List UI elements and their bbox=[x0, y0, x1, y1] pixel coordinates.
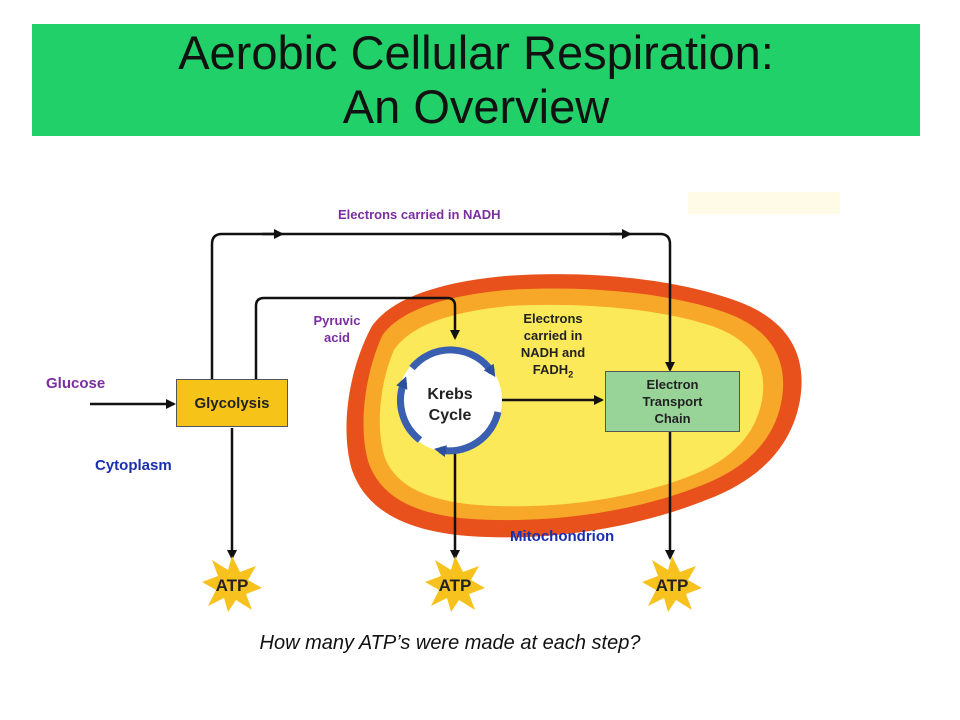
cytoplasm-label: Cytoplasm bbox=[95, 457, 172, 474]
krebs-line-1: Krebs bbox=[427, 386, 473, 403]
atp-star-1 bbox=[202, 556, 262, 612]
question-text: How many ATP’s were made at each step? bbox=[259, 632, 641, 654]
krebs-cycle-arrows bbox=[396, 346, 502, 458]
title-line-1: Aerobic Cellular Respiration: bbox=[178, 26, 774, 79]
atp-label-1: ATP bbox=[216, 576, 249, 595]
pyruvic-line-2: acid bbox=[323, 330, 350, 345]
krebs-cycle-label-box: Krebs Cycle bbox=[412, 382, 488, 428]
electrons-nadh-fadh-label: Electrons carried in NADH and FADH2 bbox=[505, 310, 601, 384]
etc-line-1: Electron bbox=[646, 377, 699, 392]
pyruvic-route-arrow bbox=[254, 296, 460, 380]
mitochondrion-label: Mitochondrion bbox=[510, 528, 615, 545]
glycolysis-label: Glycolysis bbox=[194, 394, 270, 412]
electrons-fadh-line-2: carried in bbox=[523, 328, 583, 343]
electrons-fadh-line-1: Electrons bbox=[523, 311, 583, 326]
title-line-2: An Overview bbox=[342, 80, 610, 133]
atp-star-2 bbox=[425, 556, 485, 612]
fadh-text: FADH bbox=[532, 362, 569, 377]
electrons-fadh-line-3: NADH and bbox=[520, 345, 586, 360]
pyruvic-line-1: Pyruvic bbox=[313, 313, 361, 328]
glucose-label: Glucose bbox=[46, 375, 106, 392]
title-banner: Aerobic Cellular Respiration: An Overvie… bbox=[32, 24, 920, 136]
nadh-route-arrow bbox=[210, 232, 675, 380]
fadh-subscript: 2 bbox=[568, 369, 574, 380]
krebs-line-2: Cycle bbox=[428, 407, 472, 424]
atp-label-3: ATP bbox=[656, 576, 689, 595]
electrons-fadh-line-4: FADH2 bbox=[505, 361, 601, 384]
etc-line-2: Transport bbox=[642, 394, 703, 409]
etc-line-3: Chain bbox=[654, 411, 691, 426]
glycolysis-box: Glycolysis bbox=[176, 379, 288, 427]
atp-label-2: ATP bbox=[439, 576, 472, 595]
pyruvic-acid-label: Pyruvic acid bbox=[302, 312, 372, 346]
highlight-strip bbox=[688, 192, 840, 214]
electron-transport-chain-box: Electron Transport Chain bbox=[605, 371, 740, 432]
atp-star-3 bbox=[642, 556, 702, 612]
electrons-nadh-label: Electrons carried in NADH bbox=[338, 207, 501, 222]
